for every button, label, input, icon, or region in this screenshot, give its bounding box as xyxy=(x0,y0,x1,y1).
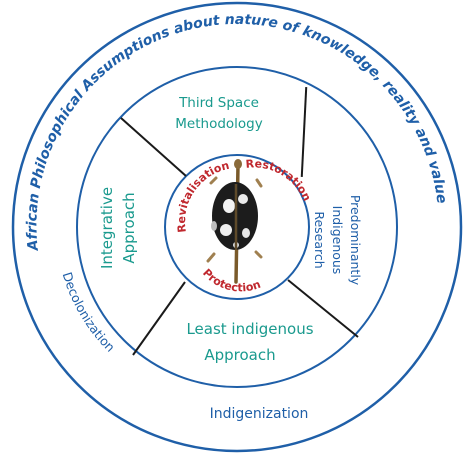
svg-text:Methodology: Methodology xyxy=(175,116,262,132)
svg-text:Research: Research xyxy=(312,211,327,268)
svg-text:Indigenous: Indigenous xyxy=(330,206,345,275)
quadrant-bottom-label: Least indigenous Approach xyxy=(186,320,313,364)
outer-ring xyxy=(11,1,463,453)
middle-ring xyxy=(76,66,398,388)
quadrant-right-label: Predominantly Indigenous Research xyxy=(312,195,363,286)
divider-top-right xyxy=(300,87,308,177)
svg-text:Predominantly: Predominantly xyxy=(348,195,363,286)
quadrant-left-label: Integrative Approach xyxy=(98,187,138,269)
svg-text:Least indigenous: Least indigenous xyxy=(186,320,313,338)
svg-text:Third Space: Third Space xyxy=(178,95,259,111)
svg-text:Approach: Approach xyxy=(120,192,138,263)
shield-and-spear-icon xyxy=(206,159,263,284)
decolonization-label: Decolonization xyxy=(60,270,118,355)
svg-text:Integrative: Integrative xyxy=(98,187,116,269)
indigenization-label: Indigenization xyxy=(210,406,309,422)
divider-bottom-right xyxy=(287,279,359,338)
divider-bottom-left xyxy=(132,281,186,356)
quadrant-top-label: Third Space Methodology xyxy=(175,95,262,132)
svg-text:Approach: Approach xyxy=(204,346,275,364)
divider-top-left xyxy=(120,117,187,177)
